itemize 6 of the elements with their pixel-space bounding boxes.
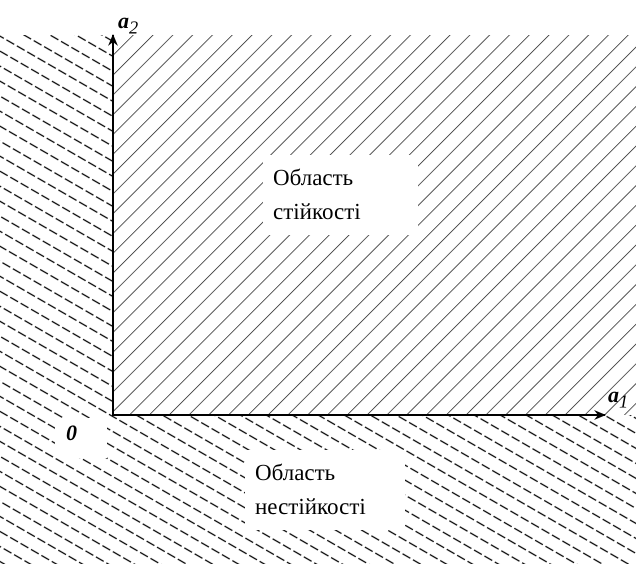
axis-label: a$_{2}$	[118, 8, 138, 38]
origin-label: 0	[66, 420, 77, 446]
stable-region	[113, 35, 636, 415]
axis-label: a$_{1}$	[608, 382, 628, 412]
region-label: Область нестійкості	[245, 450, 405, 530]
region-label: Область стійкості	[263, 155, 418, 235]
